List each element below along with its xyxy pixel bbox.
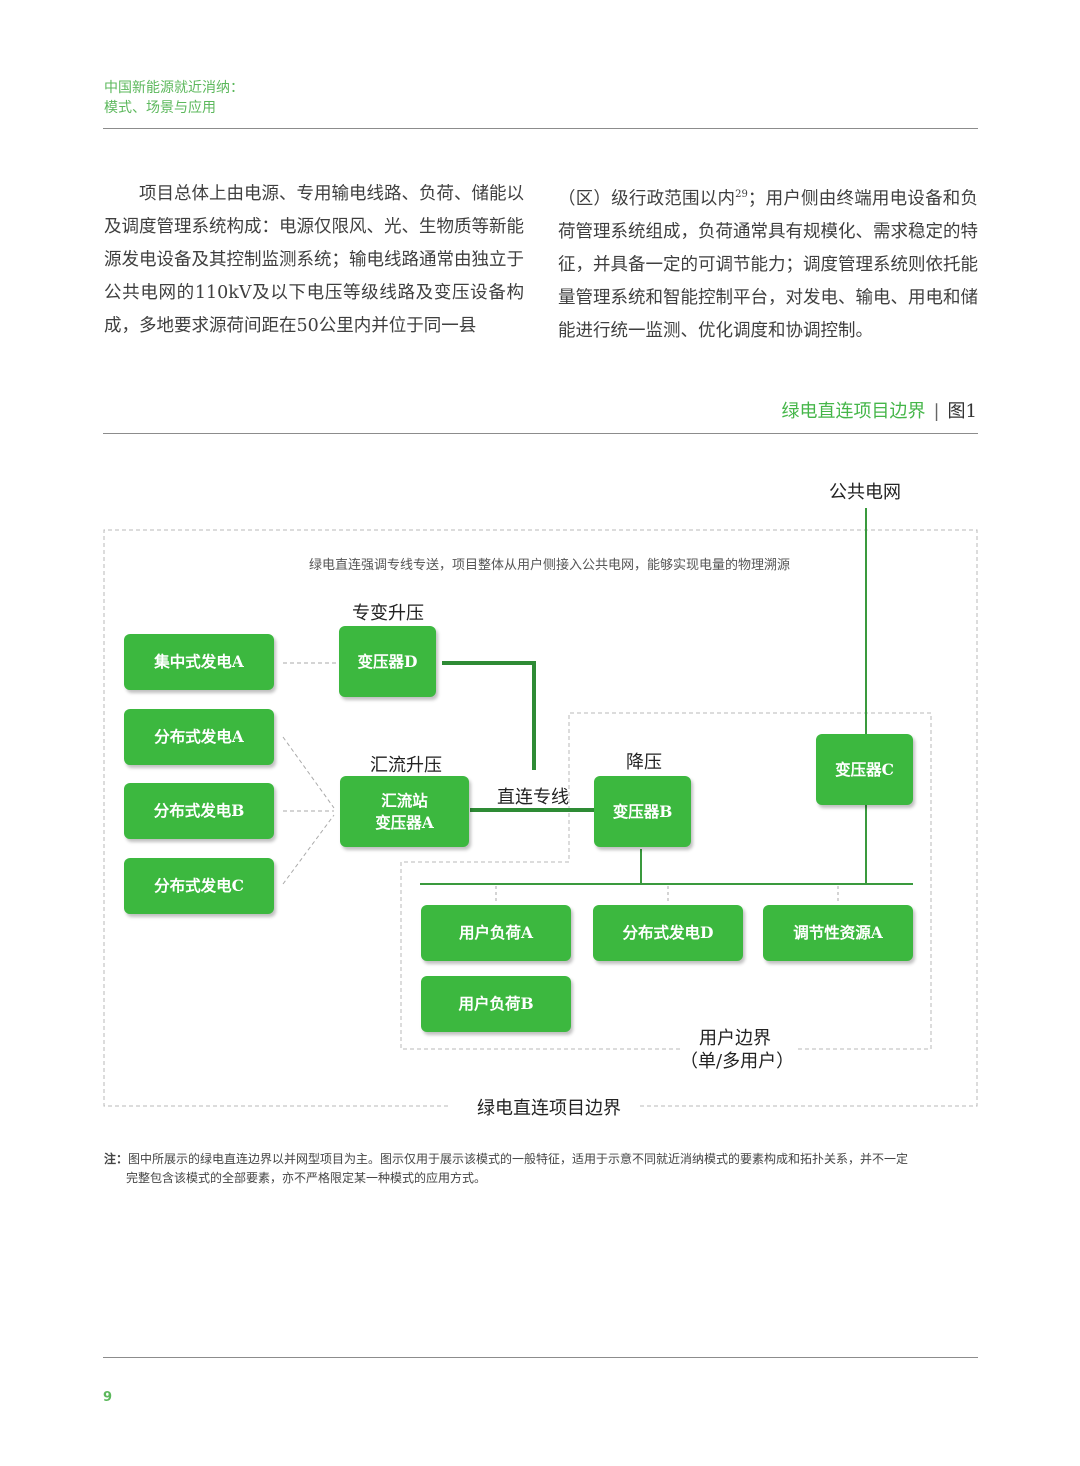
figure-divider xyxy=(103,433,978,434)
project-boundary-label: 绿电直连项目边界 xyxy=(477,1098,621,1119)
figure-note: 注：图中所展示的绿电直连边界以并网型项目为主。图示仅用于展示该模式的一般特征，适… xyxy=(104,1150,976,1188)
body-column-left: 项目总体上由电源、专用输电线路、负荷、储能以及调度管理系统构成：电源仅限风、光、… xyxy=(104,178,524,343)
page-number: 9 xyxy=(103,1390,113,1405)
figure-title: 绿电直连项目边界 xyxy=(781,401,926,422)
note-label: 注： xyxy=(104,1152,129,1166)
box-adjustable-a: 调节性资源A xyxy=(763,905,913,961)
note-line-1: 注：图中所展示的绿电直连边界以并网型项目为主。图示仅用于展示该模式的一般特征，适… xyxy=(104,1150,976,1169)
box-converge-station: 汇流站 变压器A xyxy=(340,776,469,847)
user-boundary-frame xyxy=(400,712,932,1050)
header-line-1: 中国新能源就近消纳： xyxy=(104,80,244,96)
paragraph-right-rest: ；用户侧由终端用电设备和负荷管理系统组成，负荷通常具有规模化、需求稳定的特征，并… xyxy=(558,188,979,341)
connector-dist-a-to-station xyxy=(282,736,335,809)
box-transformer-b: 变压器B xyxy=(594,776,691,847)
paragraph-right: （区）级行政范围以内29；用户侧由终端用电设备和负荷管理系统组成，负荷通常具有规… xyxy=(558,178,978,348)
line-d-to-direct xyxy=(442,661,536,770)
project-boundary-frame xyxy=(103,529,978,1107)
user-boundary-label-1: 用户边界 xyxy=(699,1028,771,1049)
footnote-ref: 29 xyxy=(735,189,748,200)
box-user-load-a: 用户负荷A xyxy=(421,905,571,961)
label-direct-line: 直连专线 xyxy=(497,787,569,808)
figure-caption: 绿电直连项目边界 | 图1 xyxy=(781,397,977,423)
box-dist-gen-d: 分布式发电D xyxy=(593,905,743,961)
user-boundary-label-2: （单/多用户） xyxy=(680,1051,795,1072)
paragraph-right-prefix: （区）级行政范围以内 xyxy=(558,188,736,209)
box-user-load-b: 用户负荷B xyxy=(421,976,571,1032)
box-dist-gen-c: 分布式发电C xyxy=(124,858,274,914)
box-transformer-d: 变压器D xyxy=(339,626,436,697)
note-line-2: 完整包含该模式的全部要素，亦不严格限定某一种模式的应用方式。 xyxy=(126,1171,487,1185)
figure-number: 图1 xyxy=(947,401,977,422)
label-stepdown: 降压 xyxy=(626,752,662,773)
box-central-gen-a: 集中式发电A xyxy=(124,634,274,690)
station-line-1: 汇流站 xyxy=(381,790,428,810)
diagram-top-note: 绿电直连强调专线专送，项目整体从用户侧接入公共电网，能够实现电量的物理溯源 xyxy=(309,558,791,573)
note-text-1: 图中所展示的绿电直连边界以并网型项目为主。图示仅用于展示该模式的一般特征，适用于… xyxy=(128,1152,909,1166)
station-line-2: 变压器A xyxy=(375,812,434,832)
box-transformer-c: 变压器C xyxy=(816,734,913,805)
header-line-2: 模式、场景与应用 xyxy=(104,100,216,116)
body-column-right: （区）级行政范围以内29；用户侧由终端用电设备和负荷管理系统组成，负荷通常具有规… xyxy=(558,178,978,348)
label-dedicated-stepup: 专变升压 xyxy=(352,603,424,624)
box-dist-gen-b: 分布式发电B xyxy=(124,783,274,839)
public-grid-label: 公共电网 xyxy=(829,482,901,503)
figure-separator: | xyxy=(933,401,940,422)
footer-divider xyxy=(103,1357,978,1358)
paragraph-left: 项目总体上由电源、专用输电线路、负荷、储能以及调度管理系统构成：电源仅限风、光、… xyxy=(104,184,524,336)
running-header: 中国新能源就近消纳： 模式、场景与应用 xyxy=(104,78,244,118)
header-divider xyxy=(103,128,978,129)
box-dist-gen-a: 分布式发电A xyxy=(124,709,274,765)
label-converge-stepup: 汇流升压 xyxy=(370,755,442,776)
connector-dist-c-to-station xyxy=(282,814,335,885)
